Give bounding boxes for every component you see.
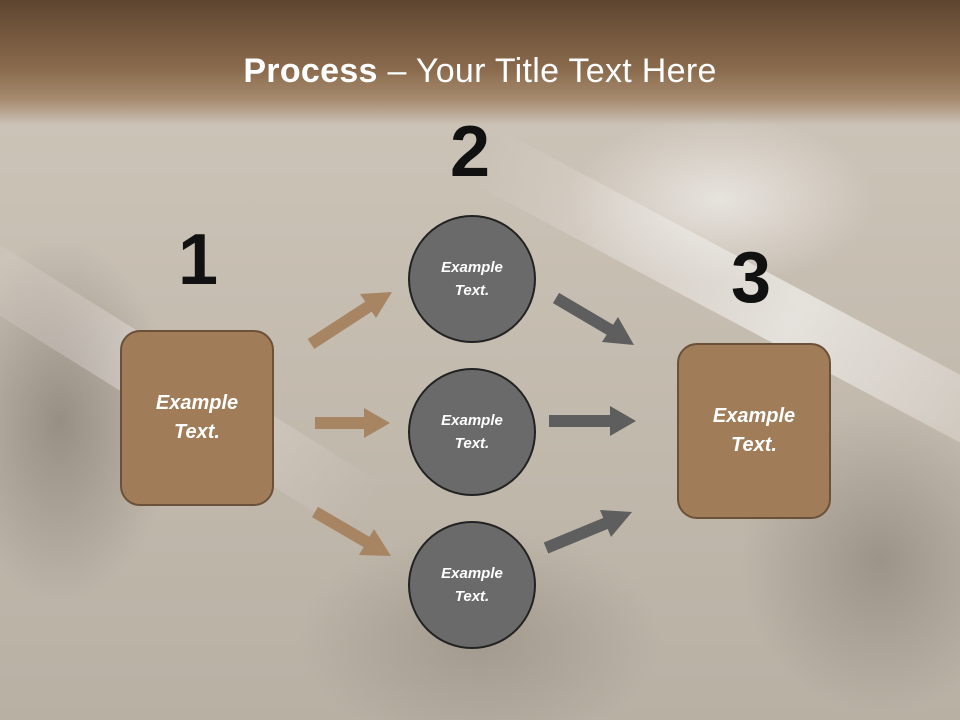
title-bold: Process xyxy=(243,52,378,90)
title-rest: – Your Title Text Here xyxy=(377,52,717,90)
arrow-top-to-right xyxy=(552,292,634,345)
arrow-bottom-to-right xyxy=(543,510,632,554)
arrow-middle-to-right xyxy=(549,406,636,436)
middle-circle-center[interactable]: Example Text. xyxy=(408,368,536,496)
slide-title[interactable]: Process – Your Title Text Here xyxy=(0,52,960,91)
middle-circle-top-label: Example Text. xyxy=(441,259,503,299)
middle-circle-center-label: Example Text. xyxy=(441,412,503,452)
arrow-left-to-bottom xyxy=(311,506,391,556)
left-process-box[interactable]: Example Text. xyxy=(120,330,274,506)
right-box-label: Example Text. xyxy=(712,405,796,456)
middle-circle-bottom-label: Example Text. xyxy=(441,565,503,605)
step-number-2: 2 xyxy=(450,112,491,192)
step-number-3: 3 xyxy=(731,238,772,318)
step-number-1: 1 xyxy=(178,220,219,300)
arrow-left-to-middle xyxy=(315,408,390,438)
title-band xyxy=(0,0,960,125)
arrow-left-to-top xyxy=(307,292,392,350)
left-box-label: Example Text. xyxy=(155,392,239,443)
middle-circle-bottom[interactable]: Example Text. xyxy=(408,521,536,649)
right-process-box[interactable]: Example Text. xyxy=(677,343,831,519)
middle-circle-top[interactable]: Example Text. xyxy=(408,215,536,343)
